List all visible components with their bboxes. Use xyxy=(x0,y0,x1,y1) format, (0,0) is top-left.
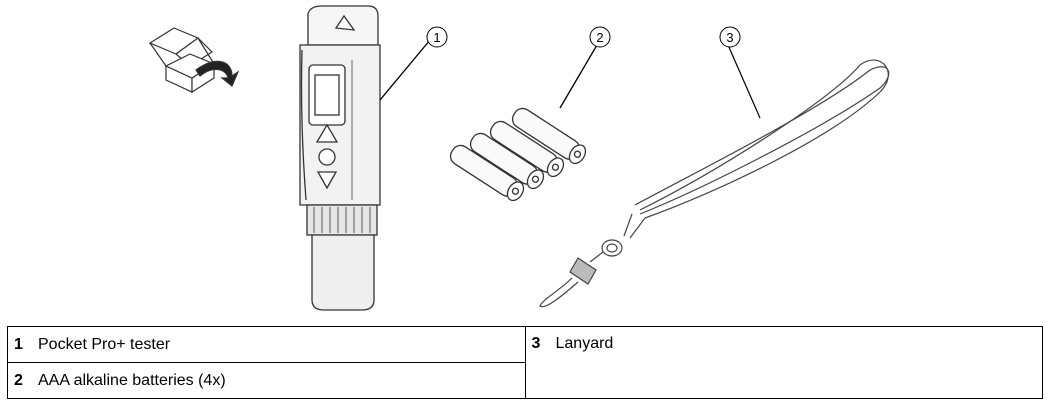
callout-1: 1 xyxy=(426,26,448,48)
pocket-pro-tester-image xyxy=(299,5,431,311)
svg-text:2: 2 xyxy=(596,30,603,45)
item-label: Lanyard xyxy=(555,335,614,352)
legend-row: 2 AAA alkaline batteries (4x) xyxy=(7,362,1043,399)
item-label: Pocket Pro+ tester xyxy=(38,335,171,353)
legend-cell-1: 1 Pocket Pro+ tester xyxy=(7,326,526,363)
callout-2: 2 xyxy=(589,26,611,48)
components-illustration: 1 2 3 xyxy=(148,5,890,311)
components-legend-table: 1 Pocket Pro+ tester 3 Lanyard 2 AAA alkali… xyxy=(7,326,1043,399)
unpack-box-icon xyxy=(148,27,240,94)
item-number: 2 xyxy=(14,371,23,389)
svg-text:1: 1 xyxy=(433,30,440,45)
aaa-batteries-image xyxy=(449,44,598,202)
legend-cell-2: 2 AAA alkaline batteries (4x) xyxy=(7,362,526,399)
legend-cell-3: 3 Lanyard xyxy=(524,326,1043,399)
item-number: 3 xyxy=(531,335,541,352)
legend-row: 1 Pocket Pro+ tester 3 Lanyard xyxy=(7,326,1043,399)
svg-text:3: 3 xyxy=(726,30,733,45)
lanyard-image xyxy=(539,44,890,308)
item-number: 1 xyxy=(14,335,23,353)
callout-3: 3 xyxy=(719,26,741,48)
item-label: AAA alkaline batteries (4x) xyxy=(38,371,226,389)
